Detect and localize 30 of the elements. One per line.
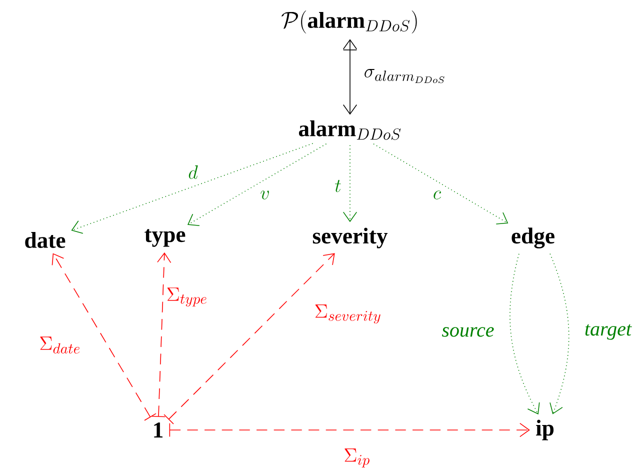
arrow <box>71 143 314 234</box>
edge-label: target <box>583 322 633 342</box>
edge-label: $d$ <box>186 164 200 180</box>
edge-label: $v$ <box>258 190 272 200</box>
edge-label: $t$ <box>333 178 343 194</box>
edge-label: $\sigma_{alarm_{DDoS}}$ <box>362 68 448 84</box>
object-label: date <box>25 232 66 248</box>
arrow <box>342 39 358 115</box>
arrow <box>342 144 358 222</box>
object-label: $\mathcal{P}(\mathbf{alarm}_{DDoS})$ <box>282 10 417 34</box>
object-label: type <box>144 229 186 247</box>
edge-label: $\Sigma_{ip}$ <box>342 447 372 469</box>
edge-label: $\Sigma_{type}$ <box>165 286 209 308</box>
object-label: edge <box>512 228 554 248</box>
arrow <box>187 143 327 226</box>
arrow <box>151 252 172 418</box>
arrow <box>550 253 570 414</box>
object-label: ip <box>536 420 554 440</box>
arrow <box>373 143 508 224</box>
edge-label: $\Sigma_{severity}$ <box>313 303 383 325</box>
object-label: $\mathbf{alarm}_{DDoS}$ <box>298 120 401 140</box>
arrow <box>52 253 156 421</box>
edge-label: $c$ <box>432 190 442 200</box>
edge-label: source <box>440 326 496 338</box>
arrow <box>169 422 530 438</box>
edge-label: $\Sigma_{date}$ <box>38 335 82 355</box>
object-label: severity <box>312 228 388 248</box>
object-label: 1 <box>154 422 162 438</box>
arrow <box>510 253 540 414</box>
arrow <box>164 253 335 424</box>
